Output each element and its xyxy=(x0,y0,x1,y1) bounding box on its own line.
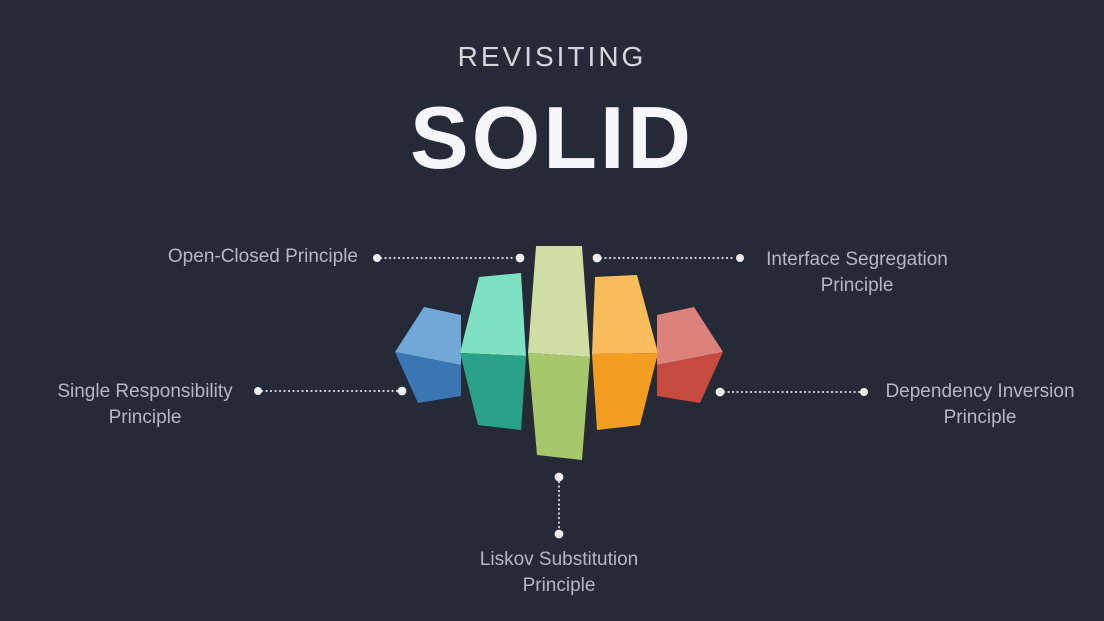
label-line: Open-Closed Principle xyxy=(167,246,358,267)
label-line: Principle xyxy=(522,575,596,596)
block-light-face xyxy=(460,273,526,356)
connector-dependency-inversion xyxy=(715,387,868,397)
label-line: Principle xyxy=(108,407,182,428)
connector-dot xyxy=(592,253,602,263)
block-dark-face xyxy=(528,353,590,460)
label-line: Liskov Substitution xyxy=(479,549,639,570)
connector-dot xyxy=(715,387,725,397)
block-dark-face xyxy=(460,353,526,430)
connector-liskov-substitution xyxy=(554,472,564,539)
label-line: Principle xyxy=(820,275,894,296)
block-light-face xyxy=(592,275,658,354)
connector-dot xyxy=(554,529,564,539)
connector-interface-segregation xyxy=(592,253,744,263)
label-line: Interface Segregation xyxy=(766,249,948,270)
block-interface-segregation xyxy=(592,275,658,430)
label-open-closed: Open-Closed Principle xyxy=(96,244,358,270)
block-dark-face xyxy=(395,352,461,403)
block-liskov-substitution xyxy=(528,246,590,460)
label-single-responsibility: Single Responsibility Principle xyxy=(20,379,270,431)
page-title: SOLID xyxy=(410,88,694,187)
block-open-closed xyxy=(460,273,526,430)
label-liskov-substitution: Liskov Substitution Principle xyxy=(434,547,684,599)
block-light-face xyxy=(528,246,590,357)
block-dark-face xyxy=(592,353,658,430)
connector-dot xyxy=(554,472,564,482)
block-light-face xyxy=(657,307,723,365)
block-single-responsibility xyxy=(395,307,461,403)
connector-dot xyxy=(736,254,744,262)
label-line: Principle xyxy=(943,407,1017,428)
block-dependency-inversion xyxy=(657,307,723,403)
connector-dot xyxy=(397,386,407,396)
connector-dot xyxy=(515,253,525,263)
connector-dot xyxy=(254,387,262,395)
label-interface-segregation: Interface Segregation Principle xyxy=(737,247,977,299)
connector-single-responsibility xyxy=(254,386,407,396)
label-dependency-inversion: Dependency Inversion Principle xyxy=(855,379,1104,431)
label-line: Dependency Inversion xyxy=(885,381,1075,402)
connector-dot xyxy=(860,388,868,396)
block-light-face xyxy=(395,307,461,365)
connector-open-closed xyxy=(373,253,525,263)
title-kicker: REVISITING xyxy=(457,41,647,72)
connector-dot xyxy=(373,254,381,262)
label-line: Single Responsibility xyxy=(57,381,233,402)
block-dark-face xyxy=(657,352,723,403)
